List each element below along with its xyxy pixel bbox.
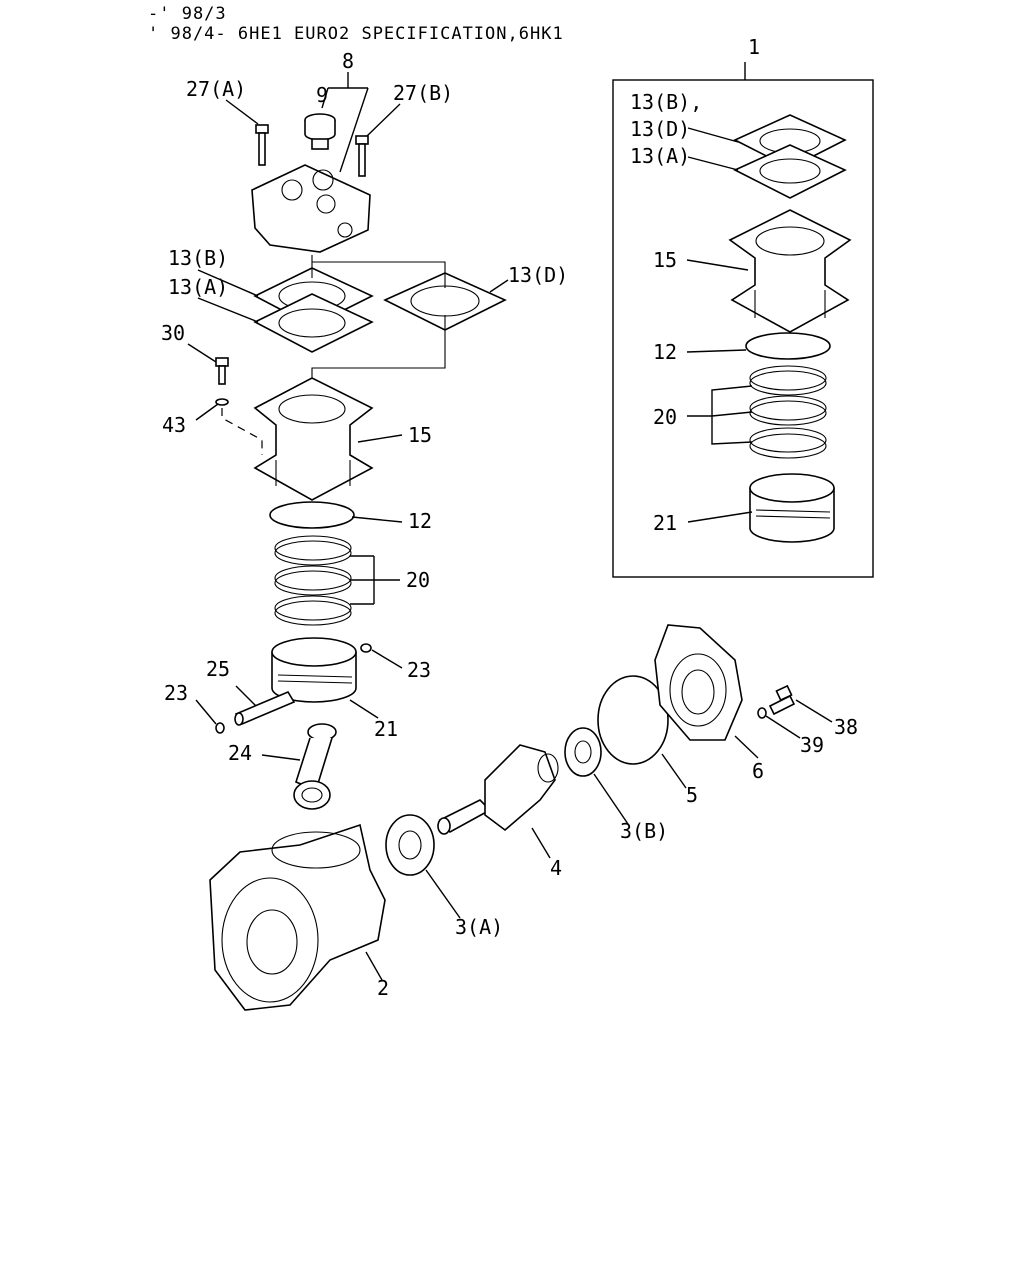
- piston-pin-25: [234, 690, 296, 726]
- label-24: 24: [228, 741, 252, 765]
- inset-piston: [749, 473, 835, 543]
- piston-21: [271, 637, 357, 703]
- washer-39: [757, 707, 767, 719]
- inset-gasket-13a: [733, 144, 847, 199]
- cover-6: [654, 624, 743, 741]
- label-9: 9: [316, 83, 328, 107]
- bolt-27a: [255, 124, 269, 166]
- leader-5: [661, 753, 687, 789]
- header-date-range: -' 98/3: [148, 4, 227, 24]
- leader-inset-12: [686, 349, 747, 353]
- label-13b: 13(B): [168, 246, 228, 270]
- leader-13d: [489, 279, 509, 293]
- label-43: 43: [162, 413, 186, 437]
- leader-3b: [593, 773, 629, 825]
- label-3a: 3(A): [455, 915, 503, 939]
- leader-27a: [225, 99, 259, 125]
- inset-cylinder: [728, 209, 852, 333]
- label-13a: 13(A): [168, 275, 228, 299]
- piston-rings-20: [274, 535, 352, 626]
- leader-12: [351, 516, 403, 523]
- leader-38: [795, 699, 833, 723]
- leader-6: [734, 735, 759, 759]
- label-5: 5: [686, 783, 698, 807]
- label-4: 4: [550, 856, 562, 880]
- leader-inset-13a: [687, 156, 739, 171]
- inset-label-13a: 13(A): [630, 144, 690, 168]
- leader-21: [349, 699, 379, 719]
- label-39: 39: [800, 733, 824, 757]
- label-2: 2: [377, 976, 389, 1000]
- inset-label-20: 20: [653, 405, 677, 429]
- leader-3a: [425, 869, 461, 919]
- leader-8: [321, 72, 369, 173]
- inset-assembly-box: [612, 79, 874, 578]
- leader-39: [765, 715, 801, 739]
- leader-13a: [197, 297, 259, 323]
- leader-20: [350, 555, 400, 605]
- leader-27b: [366, 103, 401, 137]
- ring-12: [269, 501, 355, 529]
- bolt-30: [215, 357, 229, 385]
- label-25: 25: [206, 657, 230, 681]
- bearing-3a: [385, 814, 435, 876]
- snap-ring-23-right: [360, 643, 372, 653]
- crankshaft-4: [437, 744, 559, 835]
- label-8: 8: [342, 49, 354, 73]
- leader-inset-20: [687, 385, 753, 445]
- leader-25: [235, 685, 257, 707]
- bolt-27b: [355, 135, 369, 177]
- leader-23-right: [371, 649, 403, 669]
- label-30: 30: [161, 321, 185, 345]
- cylinder-15: [253, 377, 374, 501]
- crankcase-2: [209, 823, 386, 1011]
- header-specification: ' 98/4- 6HE1 EURO2 SPECIFICATION,6HK1: [148, 24, 564, 44]
- label-12: 12: [408, 509, 432, 533]
- washer-43: [215, 398, 229, 406]
- inset-ring-12: [745, 332, 831, 360]
- label-23-left: 23: [164, 681, 188, 705]
- label-20: 20: [406, 568, 430, 592]
- leader-2: [365, 951, 383, 981]
- inset-label-21: 21: [653, 511, 677, 535]
- leader-15: [357, 434, 403, 443]
- label-3b: 3(B): [620, 819, 668, 843]
- leader-23-left: [195, 699, 217, 725]
- gasket-13a: [253, 293, 374, 353]
- inset-label-12: 12: [653, 340, 677, 364]
- label-27b: 27(B): [393, 81, 453, 105]
- leader-30: [187, 343, 217, 363]
- label-38: 38: [834, 715, 858, 739]
- inset-label-15: 15: [653, 248, 677, 272]
- bolt-30-alignment: [221, 408, 263, 455]
- bearing-3b: [564, 727, 602, 777]
- label-23-right: 23: [407, 658, 431, 682]
- plug-9: [304, 113, 336, 150]
- inset-piston-rings: [749, 365, 827, 459]
- inset-label-13b: 13(B),: [630, 90, 702, 114]
- leader-4: [531, 827, 551, 859]
- label-13d: 13(D): [508, 263, 568, 287]
- bolt-38: [768, 684, 796, 716]
- leader-inset-13d: [687, 127, 739, 143]
- cylinder-head: [251, 164, 371, 253]
- label-1: 1: [748, 35, 760, 59]
- connecting-rod-24: [293, 723, 337, 810]
- leader-43: [195, 403, 219, 421]
- label-6: 6: [752, 759, 764, 783]
- o-ring-5: [597, 675, 669, 765]
- snap-ring-23-left: [215, 722, 225, 734]
- inset-label-13d: 13(D): [630, 117, 690, 141]
- label-21: 21: [374, 717, 398, 741]
- label-15: 15: [408, 423, 432, 447]
- leader-13b: [197, 269, 259, 297]
- label-27a: 27(A): [186, 77, 246, 101]
- leader-inset-21: [687, 511, 753, 523]
- leader-24: [261, 754, 301, 761]
- leader-inset-15: [686, 259, 749, 271]
